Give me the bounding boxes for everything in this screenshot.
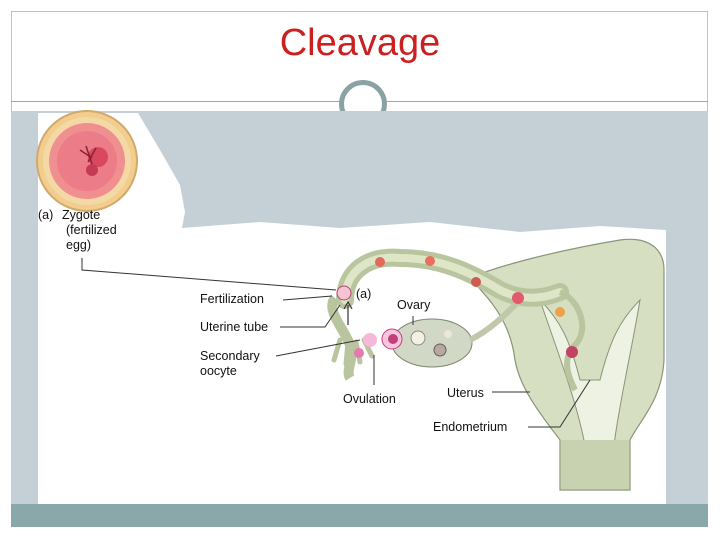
title-rule-right (384, 101, 708, 102)
ovulation-label: Ovulation (343, 392, 396, 406)
footer-bar (11, 504, 708, 527)
ovary-icon (391, 297, 523, 368)
fimbriae (331, 337, 375, 367)
slide-title: Cleavage (279, 22, 441, 64)
zygote-label-line2: (fertilized (66, 223, 117, 237)
a-marker-label: (a) (356, 287, 372, 301)
fertilization-label: Fertilization (200, 292, 264, 306)
leader-lines (81, 258, 591, 428)
ovary-label: Ovary (397, 298, 431, 312)
secondary-oocyte-label-line2: oocyte (200, 364, 237, 378)
uterus-label: Uterus (447, 386, 484, 400)
endometrium-label: Endometrium (433, 420, 508, 434)
cleavage-stages (336, 256, 578, 358)
secondary-oocyte-label: Secondary (200, 349, 260, 363)
title-rule-left (11, 101, 341, 102)
zygote-label: Zygote (62, 208, 101, 222)
zygote-icon (36, 110, 138, 212)
uterine-tube-label: Uterine tube (200, 320, 269, 334)
zygote-marker-label: (a) (38, 208, 54, 222)
zygote-label-line3: egg) (66, 238, 92, 252)
